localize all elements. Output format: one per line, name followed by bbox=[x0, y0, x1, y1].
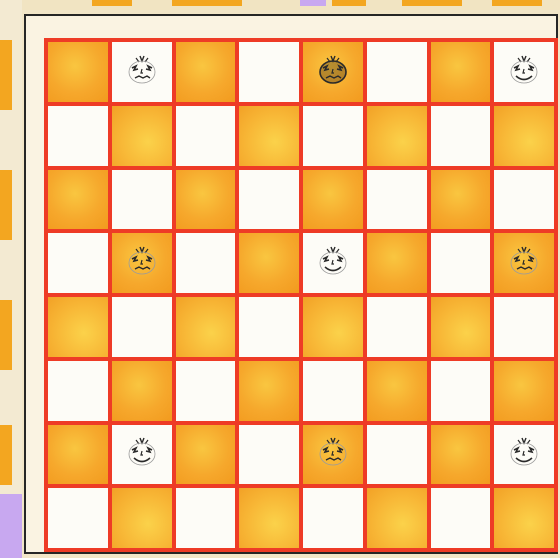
face-icon[interactable] bbox=[122, 434, 162, 474]
board-square-r1-c4[interactable] bbox=[303, 106, 363, 166]
board-square-r4-c4[interactable] bbox=[303, 297, 363, 357]
board-square-r6-c7[interactable] bbox=[494, 425, 554, 485]
board-square-r4-c7[interactable] bbox=[494, 297, 554, 357]
checkerboard bbox=[44, 38, 558, 552]
board-square-r2-c4[interactable] bbox=[303, 170, 363, 230]
board-square-r3-c6[interactable] bbox=[431, 233, 491, 293]
board-square-r0-c7[interactable] bbox=[494, 42, 554, 102]
top-decoration-strip bbox=[22, 0, 560, 10]
board-square-r3-c5[interactable] bbox=[367, 233, 427, 293]
board-square-r7-c3[interactable] bbox=[239, 488, 299, 548]
board-square-r3-c2[interactable] bbox=[176, 233, 236, 293]
board-square-r3-c1[interactable] bbox=[112, 233, 172, 293]
board-square-r5-c6[interactable] bbox=[431, 361, 491, 421]
board-square-r0-c2[interactable] bbox=[176, 42, 236, 102]
board-square-r0-c5[interactable] bbox=[367, 42, 427, 102]
board-square-r3-c3[interactable] bbox=[239, 233, 299, 293]
board-square-r4-c1[interactable] bbox=[112, 297, 172, 357]
board-square-r5-c4[interactable] bbox=[303, 361, 363, 421]
board-square-r7-c7[interactable] bbox=[494, 488, 554, 548]
board-square-r7-c5[interactable] bbox=[367, 488, 427, 548]
board-square-r5-c1[interactable] bbox=[112, 361, 172, 421]
board-square-r1-c3[interactable] bbox=[239, 106, 299, 166]
board-square-r6-c2[interactable] bbox=[176, 425, 236, 485]
board-square-r1-c6[interactable] bbox=[431, 106, 491, 166]
board-square-r6-c1[interactable] bbox=[112, 425, 172, 485]
board-square-r4-c3[interactable] bbox=[239, 297, 299, 357]
board-square-r0-c1[interactable] bbox=[112, 42, 172, 102]
board-square-r4-c5[interactable] bbox=[367, 297, 427, 357]
face-icon[interactable] bbox=[122, 52, 162, 92]
face-icon[interactable] bbox=[313, 52, 353, 92]
face-icon[interactable] bbox=[313, 243, 353, 283]
face-icon[interactable] bbox=[504, 243, 544, 283]
board-square-r3-c4[interactable] bbox=[303, 233, 363, 293]
board-square-r2-c0[interactable] bbox=[48, 170, 108, 230]
board-square-r5-c2[interactable] bbox=[176, 361, 236, 421]
left-decoration-strip bbox=[0, 0, 22, 558]
board-square-r2-c6[interactable] bbox=[431, 170, 491, 230]
board-square-r1-c0[interactable] bbox=[48, 106, 108, 166]
board-square-r0-c3[interactable] bbox=[239, 42, 299, 102]
board-square-r0-c4[interactable] bbox=[303, 42, 363, 102]
board-square-r2-c5[interactable] bbox=[367, 170, 427, 230]
board-square-r4-c0[interactable] bbox=[48, 297, 108, 357]
board-square-r1-c5[interactable] bbox=[367, 106, 427, 166]
face-icon[interactable] bbox=[504, 52, 544, 92]
face-icon[interactable] bbox=[313, 434, 353, 474]
board-square-r7-c0[interactable] bbox=[48, 488, 108, 548]
board-square-r0-c0[interactable] bbox=[48, 42, 108, 102]
board-square-r1-c2[interactable] bbox=[176, 106, 236, 166]
face-icon[interactable] bbox=[122, 243, 162, 283]
board-square-r5-c3[interactable] bbox=[239, 361, 299, 421]
board-square-r3-c0[interactable] bbox=[48, 233, 108, 293]
board-square-r0-c6[interactable] bbox=[431, 42, 491, 102]
board-square-r4-c6[interactable] bbox=[431, 297, 491, 357]
board-square-r6-c0[interactable] bbox=[48, 425, 108, 485]
board-square-r5-c7[interactable] bbox=[494, 361, 554, 421]
board-square-r5-c0[interactable] bbox=[48, 361, 108, 421]
board-square-r4-c2[interactable] bbox=[176, 297, 236, 357]
board-square-r7-c2[interactable] bbox=[176, 488, 236, 548]
board-square-r7-c4[interactable] bbox=[303, 488, 363, 548]
board-square-r2-c2[interactable] bbox=[176, 170, 236, 230]
board-square-r7-c1[interactable] bbox=[112, 488, 172, 548]
board-square-r2-c7[interactable] bbox=[494, 170, 554, 230]
board-square-r6-c3[interactable] bbox=[239, 425, 299, 485]
board-square-r5-c5[interactable] bbox=[367, 361, 427, 421]
board-square-r7-c6[interactable] bbox=[431, 488, 491, 548]
board-square-r6-c6[interactable] bbox=[431, 425, 491, 485]
board-square-r1-c7[interactable] bbox=[494, 106, 554, 166]
board-square-r1-c1[interactable] bbox=[112, 106, 172, 166]
face-icon[interactable] bbox=[504, 434, 544, 474]
board-square-r3-c7[interactable] bbox=[494, 233, 554, 293]
board-square-r6-c5[interactable] bbox=[367, 425, 427, 485]
board-square-r6-c4[interactable] bbox=[303, 425, 363, 485]
board-square-r2-c1[interactable] bbox=[112, 170, 172, 230]
board-square-r2-c3[interactable] bbox=[239, 170, 299, 230]
